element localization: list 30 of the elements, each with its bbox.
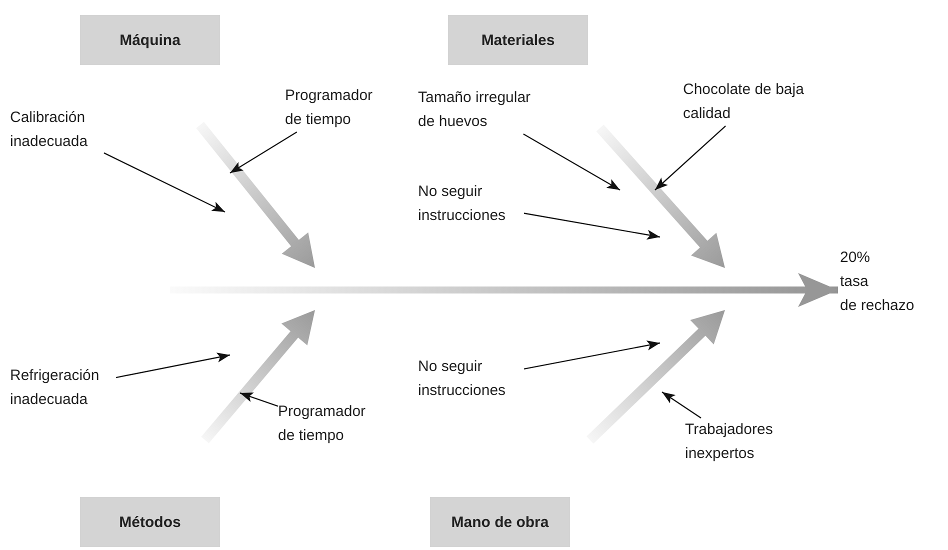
cause-text: Programador de tiempo: [285, 86, 374, 130]
category-box: [80, 15, 220, 65]
effect-text: tasa: [840, 272, 870, 292]
cause-text: Refrigeración inadecuada: [10, 366, 100, 410]
cause-arrow: [524, 212, 660, 240]
cause-arrow: [662, 392, 702, 418]
cause-arrow: [654, 126, 726, 190]
spine-arrow: [170, 273, 838, 307]
cause-text: Chocolate de baja calidad: [683, 80, 805, 124]
cause-arrow: [230, 131, 298, 174]
cause-text: Calibración inadecuada: [10, 108, 89, 152]
category-box: [80, 497, 220, 547]
cause-arrow: [524, 340, 660, 370]
cause-arrow: [104, 152, 226, 213]
category-label: Máquina: [120, 32, 180, 48]
category-box: [448, 15, 588, 65]
category-label: Métodos: [119, 514, 181, 530]
category-label: Mano de obra: [451, 514, 549, 530]
cause-text: No seguir instrucciones: [418, 357, 507, 401]
cause-text: No seguir instrucciones: [418, 182, 507, 226]
category-label: Materiales: [481, 32, 555, 48]
cause-arrow: [116, 352, 230, 378]
effect-text: 20%: [840, 248, 872, 268]
cause-arrow: [240, 392, 278, 407]
cause-text: Tamaño irregular de huevos: [418, 88, 532, 132]
effect-text: de rechazo: [840, 296, 916, 316]
cause-text: Trabajadores inexpertos: [685, 420, 774, 464]
cause-arrow: [523, 133, 620, 191]
cause-text: Programador de tiempo: [278, 402, 367, 446]
category-box: [430, 497, 570, 547]
